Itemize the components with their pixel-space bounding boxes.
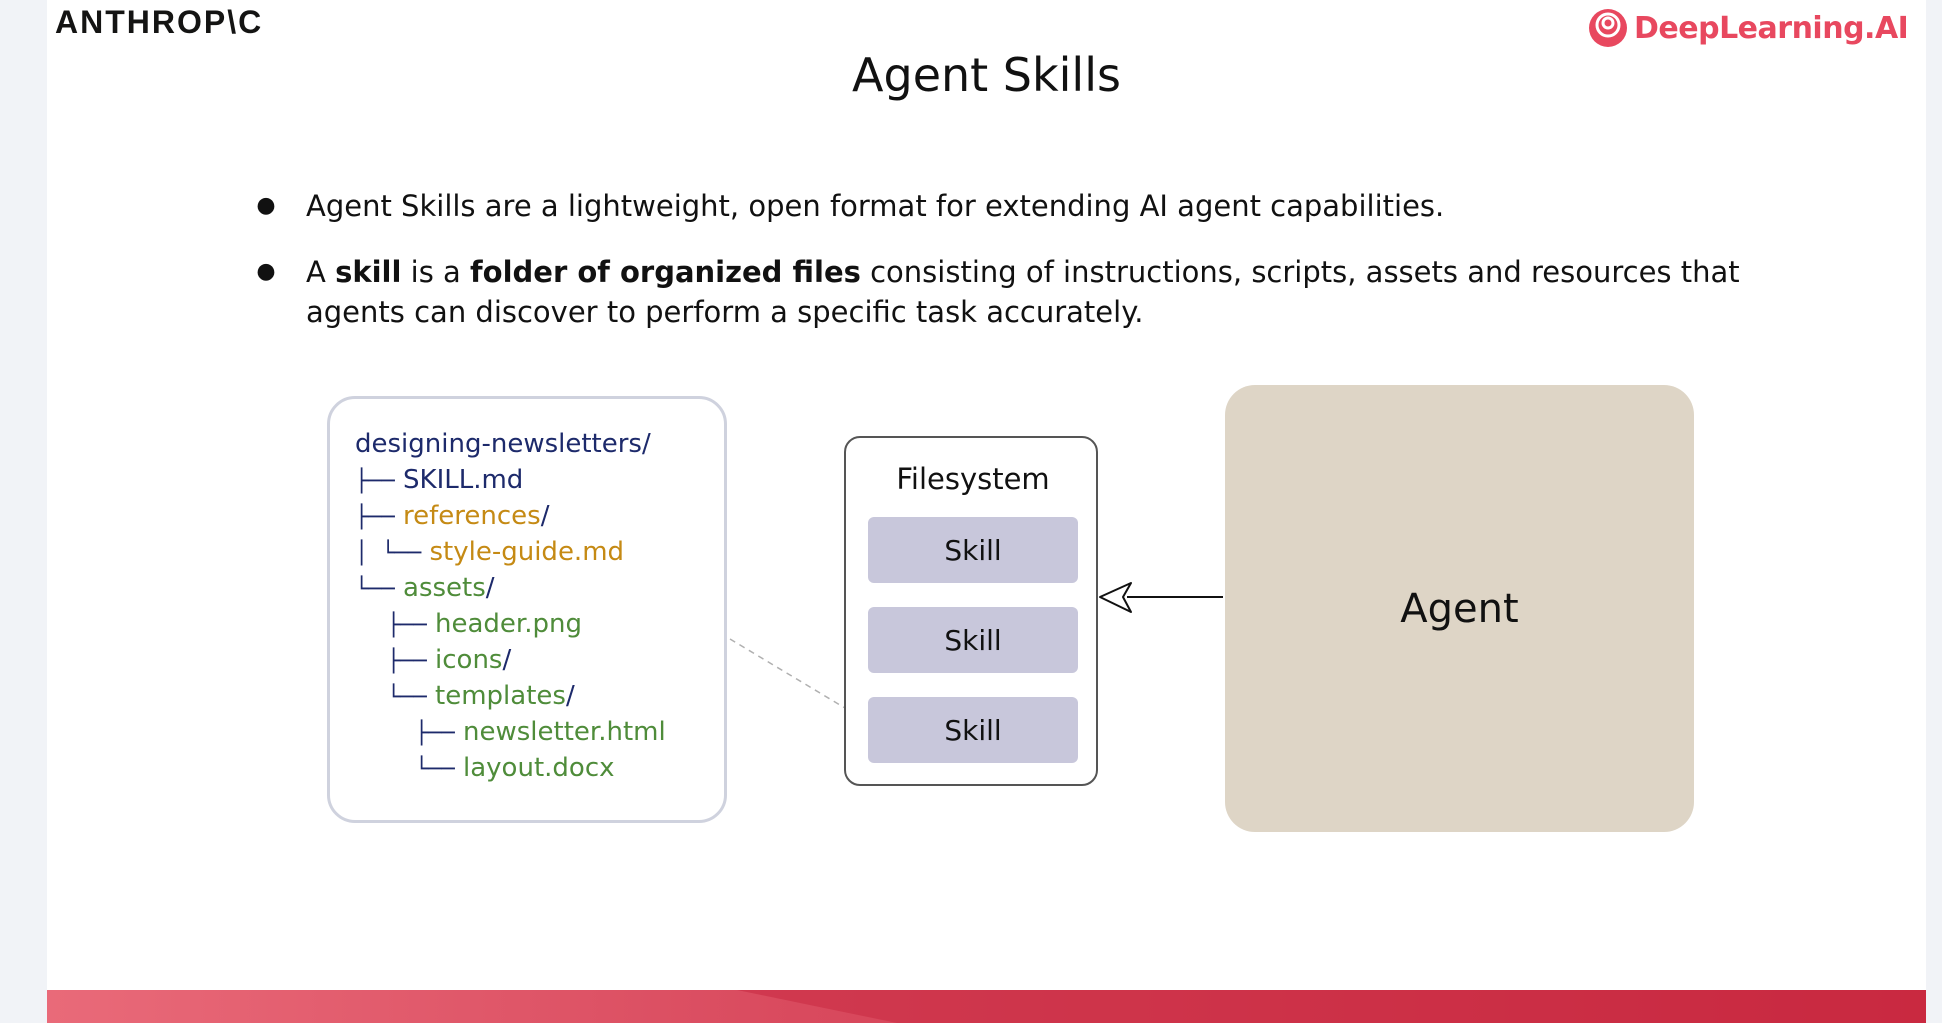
bullet-text-part: is a bbox=[401, 255, 471, 289]
tree-branch-connector: ├── bbox=[387, 649, 427, 674]
tree-entry-name: header.png bbox=[435, 609, 582, 639]
bullet-emphasis-folder: folder of organized files bbox=[470, 255, 861, 289]
folder-tree-row: ├── icons/ bbox=[387, 642, 511, 680]
tree-entry-name: assets bbox=[403, 573, 486, 603]
bullet-text: Agent Skills are a lightweight, open for… bbox=[306, 189, 1445, 223]
arrow-head-icon bbox=[1099, 582, 1132, 613]
bullet-text-part: consisting of instructions, scripts, ass… bbox=[306, 255, 1740, 329]
folder-tree-row: └── templates/ bbox=[387, 678, 575, 716]
tree-entry-name: newsletter.html bbox=[463, 717, 666, 747]
tree-entry-name: icons bbox=[435, 645, 503, 675]
tree-branch-connector: └── bbox=[355, 577, 395, 602]
agent-box: Agent bbox=[1225, 385, 1694, 832]
tree-entry-name: layout.docx bbox=[463, 753, 615, 783]
tree-folder-slash: / bbox=[485, 573, 495, 603]
dashed-connector bbox=[729, 582, 1223, 724]
tree-branch-connector: └── bbox=[415, 757, 455, 782]
bullet-dot-icon: ● bbox=[256, 193, 276, 218]
skill-box: Skill bbox=[868, 517, 1078, 583]
tree-branch-connector: ├── bbox=[355, 505, 395, 530]
tree-branch-connector: └── bbox=[387, 685, 427, 710]
footer-bar bbox=[47, 990, 1926, 1023]
deeplearning-logo-text: DeepLearning.AI bbox=[1634, 10, 1909, 46]
folder-tree-row: designing-newsletters/ bbox=[355, 426, 651, 462]
tree-entry-name: SKILL.md bbox=[403, 465, 524, 495]
bullet-item: ● Agent Skills are a lightweight, open f… bbox=[256, 186, 1756, 226]
skill-box: Skill bbox=[868, 607, 1078, 673]
tree-branch-connector: ├── bbox=[415, 721, 455, 746]
folder-tree-row: ├── newsletter.html bbox=[415, 714, 666, 752]
tree-branch-connector: ├── bbox=[355, 469, 395, 494]
tree-folder-slash: / bbox=[540, 501, 550, 531]
bullet-text-part: A bbox=[306, 255, 336, 289]
slide: ANTHROP\C DeepLearning.AI Agent Skills ●… bbox=[47, 0, 1926, 1023]
folder-tree-row: └── layout.docx bbox=[415, 750, 615, 788]
bullet-dot-icon: ● bbox=[256, 259, 276, 284]
skill-box: Skill bbox=[868, 697, 1078, 763]
filesystem-label: Filesystem bbox=[896, 462, 1050, 496]
tree-branch-connector: ├── bbox=[387, 613, 427, 638]
bullet-emphasis-skill: skill bbox=[335, 255, 402, 289]
agent-label: Agent bbox=[1400, 585, 1519, 632]
tree-branch-connector: │ └── bbox=[355, 541, 422, 566]
slide-title: Agent Skills bbox=[852, 48, 1121, 102]
tree-entry-name: templates bbox=[435, 681, 566, 711]
bullet-text: A skill is a folder of organized files c… bbox=[306, 252, 1756, 332]
folder-tree-row: │ └── style-guide.md bbox=[355, 534, 624, 572]
folder-tree-panel bbox=[327, 396, 727, 823]
folder-tree-row: ├── SKILL.md bbox=[355, 462, 523, 500]
deeplearning-logo-icon bbox=[1589, 9, 1627, 47]
tree-folder-slash: / bbox=[641, 429, 651, 459]
anthropic-logo: ANTHROP\C bbox=[55, 4, 264, 40]
folder-tree-row: ├── references/ bbox=[355, 498, 549, 536]
tree-entry-name: designing-newsletters bbox=[355, 429, 642, 459]
deeplearning-logo: DeepLearning.AI bbox=[1588, 8, 1909, 48]
bullet-item: ● A skill is a folder of organized files… bbox=[256, 252, 1756, 332]
folder-tree-row: ├── header.png bbox=[387, 606, 582, 644]
tree-entry-name: references bbox=[403, 501, 541, 531]
tree-folder-slash: / bbox=[565, 681, 575, 711]
folder-tree-row: └── assets/ bbox=[355, 570, 495, 608]
tree-folder-slash: / bbox=[502, 645, 512, 675]
tree-entry-name: style-guide.md bbox=[429, 537, 625, 567]
